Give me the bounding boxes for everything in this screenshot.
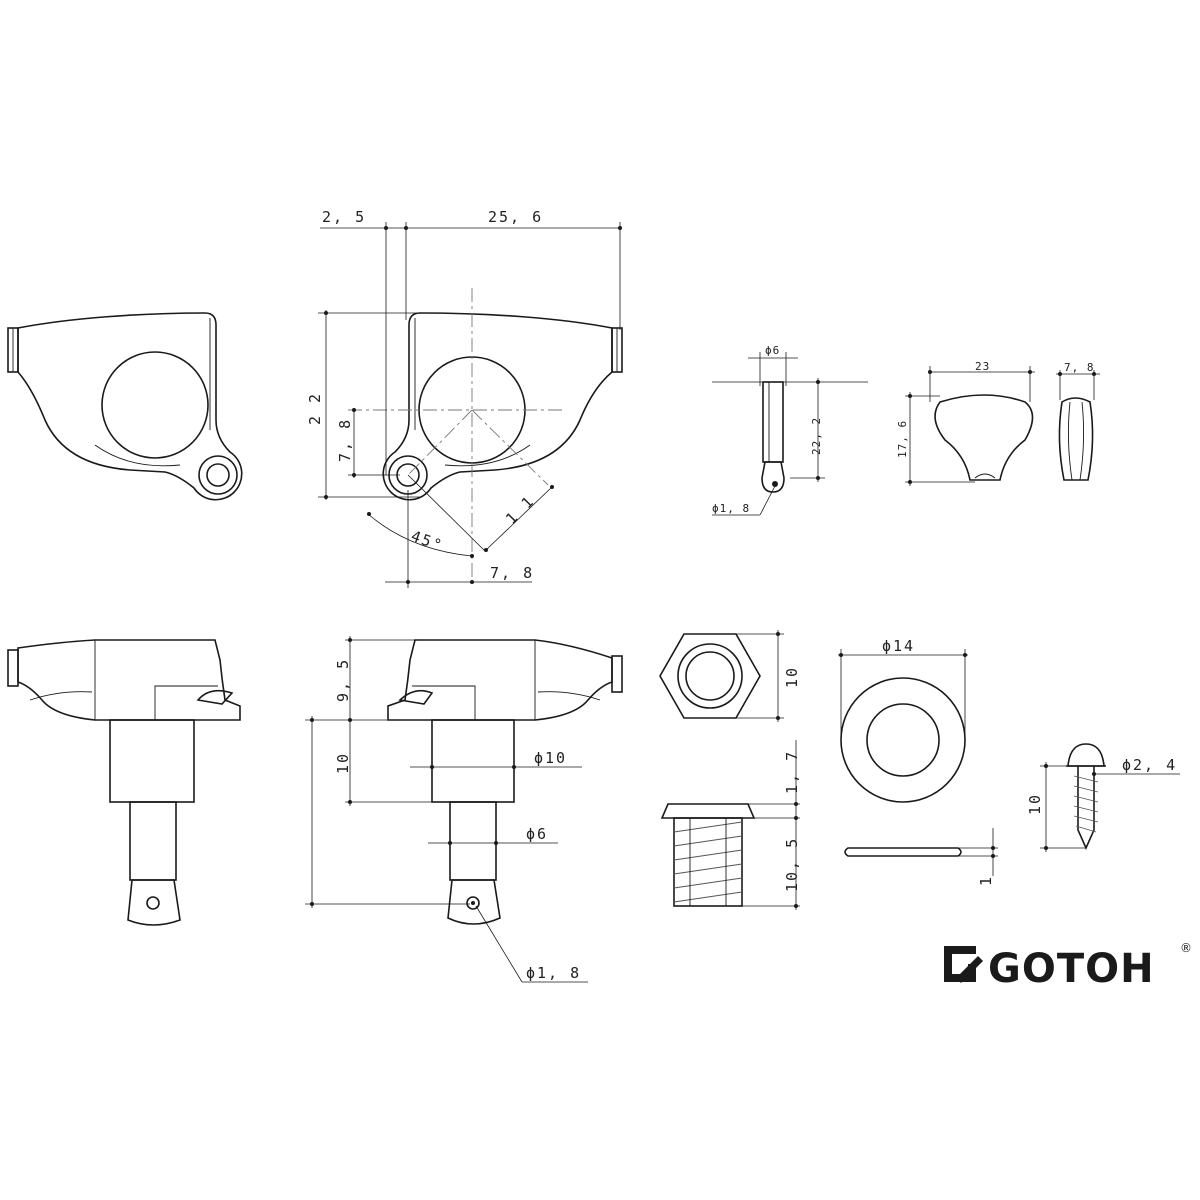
dim-button-width: 23 xyxy=(975,360,990,373)
dim-nut-height: 10 xyxy=(783,666,801,688)
dim-bushing-length: 10, 5 xyxy=(783,837,801,892)
dim-button-height: 17, 6 xyxy=(896,420,909,458)
dim-button-thickness: 7, 8 xyxy=(1064,361,1095,374)
dim-post-hole: ϕ1, 8 xyxy=(712,502,750,515)
brand-registered-mark: ® xyxy=(1180,941,1192,955)
hex-nut-view: 10 xyxy=(659,630,801,722)
tuner-side-view-dimensioned: 9, 5 10 ϕ10 ϕ6 ϕ1, 8 xyxy=(305,636,623,983)
dim-shaft-diameter: ϕ10 xyxy=(534,749,567,767)
dim-top-height: 9, 5 xyxy=(334,658,352,702)
dim-diagonal-length: 1 1 xyxy=(502,492,538,528)
string-post-view: ϕ6 22, 2 ϕ1, 8 xyxy=(712,344,868,516)
dim-screw-diameter: ϕ2, 4 xyxy=(1122,756,1177,774)
dim-washer-thickness: 1 xyxy=(977,875,995,886)
dim-side-post-diameter: ϕ6 xyxy=(526,825,548,843)
dim-bottom-offset: 7, 8 xyxy=(490,564,534,582)
dim-width-main: 25, 6 xyxy=(488,208,543,226)
dim-angle: 45° xyxy=(409,527,446,555)
washer-view: ϕ14 1 xyxy=(838,637,998,886)
dim-hole-height: 7, 8 xyxy=(336,418,354,462)
dim-washer-diameter: ϕ14 xyxy=(882,637,915,655)
brand-logo: GOTOH ® xyxy=(944,941,1192,992)
dim-shaft-height: 10 xyxy=(334,752,352,774)
dim-side-hole: ϕ1, 8 xyxy=(526,964,581,982)
screw-view: ϕ2, 4 10 xyxy=(1026,743,1180,852)
dim-height: 2 2 xyxy=(306,392,324,425)
dim-width-offset: 2, 5 xyxy=(322,208,366,226)
dim-post-height: 22, 2 xyxy=(810,417,823,455)
button-view: 23 17, 6 7, 8 xyxy=(896,360,1100,486)
tuner-front-view-dimensioned: 2, 5 25, 6 2 2 7, 8 1 1 45° 7, 8 xyxy=(306,208,623,588)
bushing-view: 1, 7 10, 5 xyxy=(660,740,801,910)
gotoh-logo-icon xyxy=(944,946,983,983)
tuner-front-view-plain xyxy=(7,312,243,501)
tuner-side-view-plain xyxy=(7,639,241,926)
brand-name: GOTOH xyxy=(988,946,1155,992)
dim-bushing-flange: 1, 7 xyxy=(783,750,801,794)
dim-screw-length: 10 xyxy=(1026,793,1044,815)
dim-post-diameter: ϕ6 xyxy=(765,344,780,357)
